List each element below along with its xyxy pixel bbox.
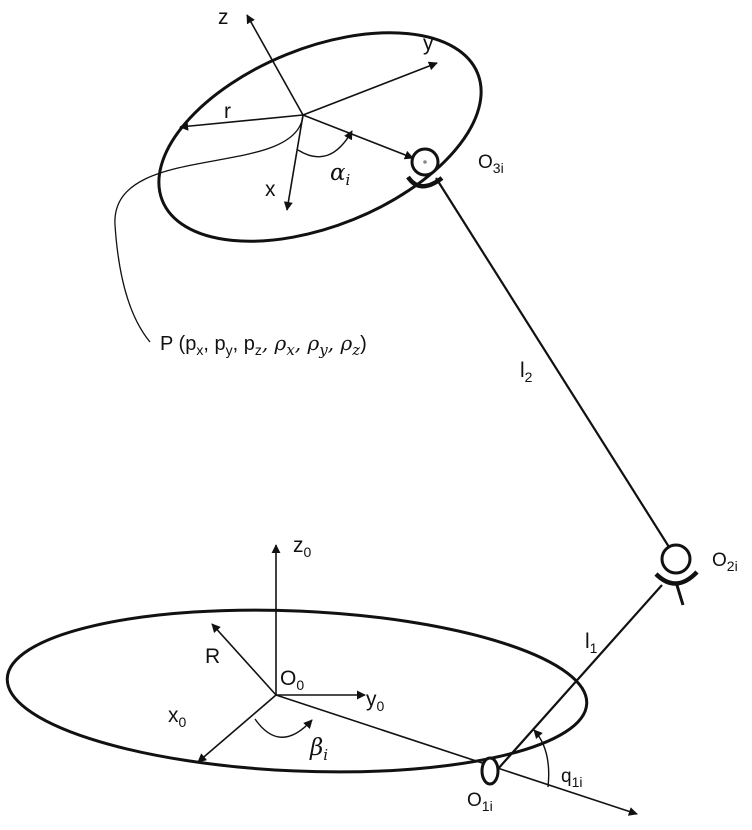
- joint-o3i-socket: [406, 175, 444, 189]
- platform-ellipse: [157, 31, 483, 243]
- base-R-label: R: [205, 645, 220, 668]
- platform-y-label: y: [423, 32, 434, 55]
- fixed-base: z0 y0 x0 O0 R βi: [5, 534, 638, 816]
- base-ellipse: [5, 608, 589, 774]
- base-radius-R: [211, 623, 277, 696]
- q1i-angle-arc: [533, 729, 550, 788]
- platform-x-axis: [283, 114, 304, 211]
- base-attachment-line: [275, 694, 638, 816]
- moving-platform: z y x r αi P (px, py, pz, ρx, ρy, ρz): [114, 6, 483, 359]
- base-x-label: x0: [168, 704, 187, 730]
- joint-o2i-pin: [674, 581, 685, 606]
- platform-r-label: r: [224, 100, 231, 123]
- joint-o2i-ball: [660, 543, 692, 575]
- joint-o1i-label: O1i: [467, 790, 493, 814]
- leg: l2 l1: [435, 177, 670, 771]
- joint-o3i: O3i: [406, 147, 504, 189]
- platform-x-label: x: [265, 178, 276, 201]
- base-origin-label: O0: [280, 667, 304, 693]
- link-l2-label: l2: [520, 359, 533, 385]
- platform-alpha-arc: [297, 130, 353, 158]
- base-y-label: y0: [366, 688, 385, 714]
- platform-z-axis: [246, 14, 304, 116]
- base-x-axis: [197, 694, 277, 763]
- link-l2: [435, 177, 670, 548]
- pose-label: P (px, py, pz, ρx, ρy, ρz): [160, 331, 367, 359]
- platform-attachment-line: [302, 114, 414, 160]
- joint-o1i: O1i q1i: [467, 729, 582, 814]
- pose-leader-curve: [114, 115, 304, 343]
- link-l1: [496, 584, 663, 771]
- platform-radius-r: [179, 114, 304, 131]
- base-z-label: z0: [293, 534, 312, 560]
- joint-o1i-ring: [480, 756, 500, 786]
- beta-label: βi: [309, 735, 328, 764]
- joint-o2i: O2i: [654, 543, 738, 606]
- platform-z-label: z: [218, 6, 229, 29]
- link-l1-label: l1: [585, 630, 598, 656]
- joint-o3i-center: [423, 160, 427, 164]
- alpha-label: αi: [330, 160, 351, 189]
- joint-o3i-label: O3i: [478, 152, 504, 176]
- platform-y-axis: [302, 61, 438, 116]
- base-beta-arc: [254, 718, 313, 738]
- q1i-label: q1i: [561, 766, 582, 790]
- joint-o2i-label: O2i: [712, 550, 738, 574]
